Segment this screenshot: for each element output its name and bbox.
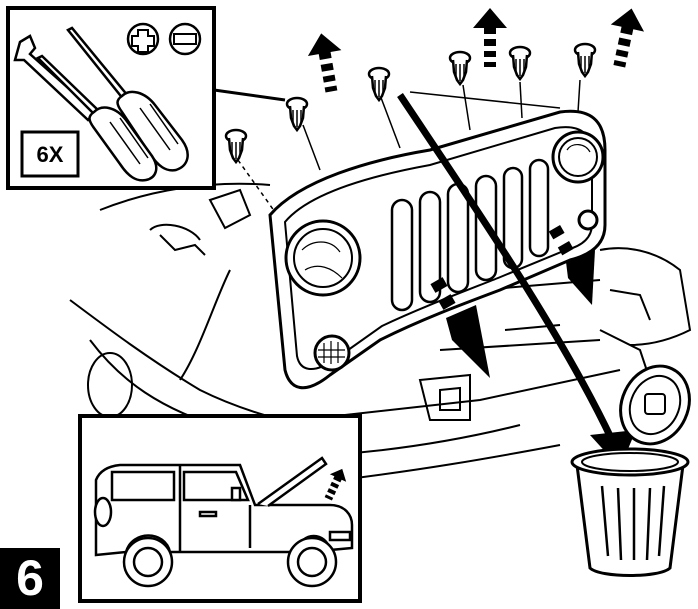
trash-can-icon [572, 355, 698, 576]
vehicle-inset [80, 416, 360, 601]
up-arrow-icon [304, 5, 648, 94]
plus-screw-icon [128, 24, 158, 54]
minus-screw-icon [170, 24, 200, 54]
quantity-label: 6X [37, 142, 64, 167]
step-number: 6 [0, 548, 60, 609]
